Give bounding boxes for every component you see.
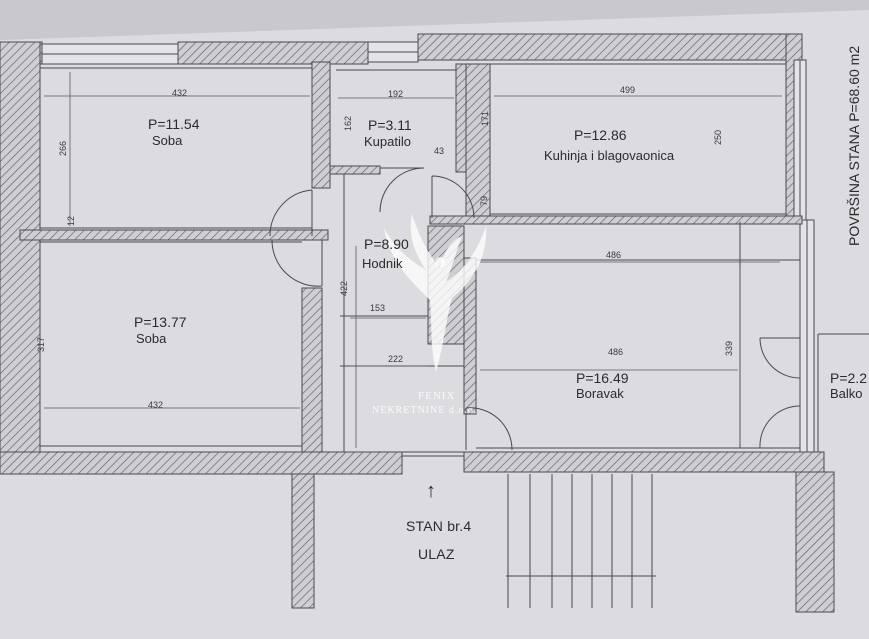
room-name-balkon: Balko (830, 386, 863, 401)
wall-stair-left (291, 473, 315, 609)
wall-bottom-left (0, 451, 403, 475)
door-kuhinja (431, 175, 475, 219)
dim-339: 339 (724, 340, 734, 356)
entrance-unit-label: STAN br.4 (406, 518, 472, 534)
dimension-lines (44, 72, 782, 448)
watermark-logo (384, 214, 487, 372)
dim-250: 250 (713, 129, 723, 145)
wall-soba2-right (301, 287, 323, 453)
doors (269, 167, 801, 457)
dim-499: 499 (620, 85, 636, 95)
dim-171: 171 (480, 110, 490, 126)
room-area-kuhinja: P=12.86 (574, 127, 627, 143)
room-area-kupatilo: P=3.11 (368, 117, 412, 133)
door-soba1 (269, 189, 313, 237)
staircase (506, 474, 656, 608)
dim-422: 422 (339, 280, 349, 296)
paper-top-shadow (0, 0, 869, 40)
wall-kuhinja-bottom (429, 215, 803, 225)
entrance-label: ULAZ (418, 546, 455, 562)
dim-192: 192 (388, 89, 404, 99)
dim-43: 43 (434, 146, 445, 156)
dim-79: 79 (479, 195, 489, 206)
room-area-soba1: P=11.54 (148, 116, 200, 132)
dim-486-top: 486 (606, 250, 622, 260)
dim-432-bottom: 432 (148, 400, 164, 410)
wall-stair-right (795, 471, 835, 613)
room-area-boravak: P=16.49 (576, 370, 629, 386)
dim-222: 222 (388, 354, 404, 364)
door-balkon (759, 337, 801, 449)
windows (41, 41, 815, 453)
room-area-soba2: P=13.77 (134, 314, 187, 330)
dim-432-top: 432 (172, 88, 188, 98)
room-area-hodnik: P=8.90 (364, 236, 409, 252)
wall-top-right (417, 33, 803, 61)
dim-12: 12 (66, 215, 76, 226)
total-area-label: POVRŠINA STANA P=68.60 m2 (846, 45, 862, 246)
wall-bottom-right (463, 451, 825, 473)
door-entrance (402, 451, 464, 457)
door-boravak (465, 407, 513, 451)
wall-kupatilo-right (455, 63, 467, 173)
dim-153: 153 (370, 303, 386, 313)
dim-317: 317 (36, 336, 46, 352)
room-area-balkon: P=2.2 (830, 370, 867, 386)
wall-soba1-right (311, 61, 331, 189)
door-soba2 (271, 239, 323, 287)
dim-486-mid: 486 (608, 347, 624, 357)
dim-162: 162 (343, 115, 353, 131)
watermark-line1: FENIX (418, 390, 456, 402)
room-name-hodnik: Hodnik (362, 256, 403, 271)
balcony (817, 333, 869, 452)
room-name-kuhinja: Kuhinja i blagovaonica (544, 148, 675, 163)
wall-left (0, 41, 41, 473)
door-kupatilo (379, 167, 425, 213)
room-name-kupatilo: Kupatilo (364, 134, 411, 149)
room-name-soba1: Soba (152, 133, 183, 148)
dim-266: 266 (58, 140, 68, 156)
wall-kupatilo-bottom (329, 165, 381, 175)
room-name-boravak: Boravak (576, 386, 624, 401)
room-name-soba2: Soba (136, 331, 167, 346)
wall-top-mid (177, 41, 369, 65)
wall-sobe-divider (19, 229, 329, 241)
entrance-arrow-icon: ↑ (426, 480, 437, 502)
watermark-line2: NEKRETNINE d.o.o. (372, 405, 478, 416)
